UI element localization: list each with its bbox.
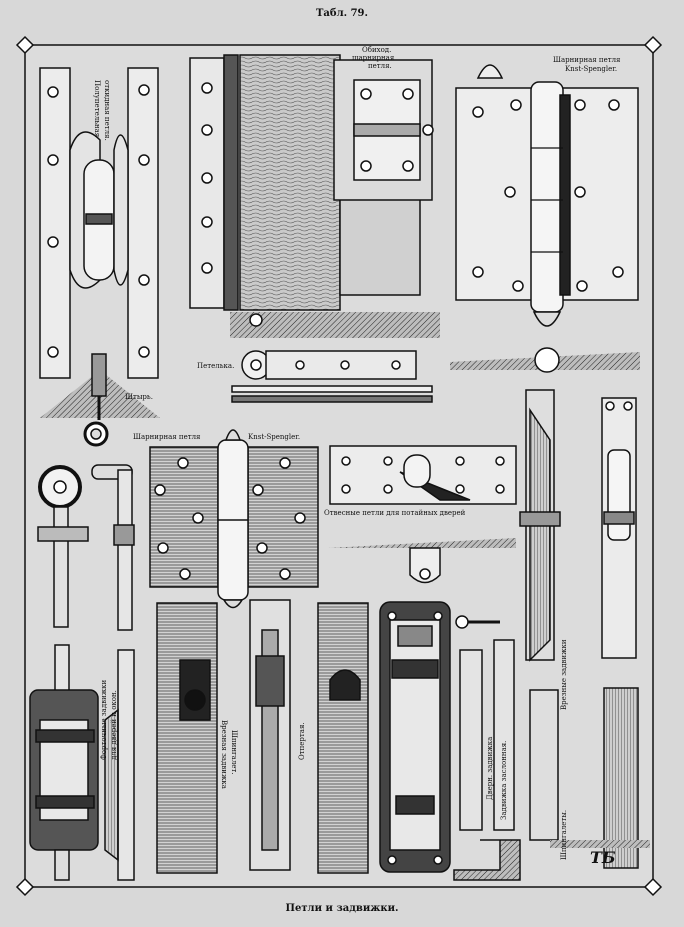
h-hinge-figure bbox=[39, 67, 160, 447]
flush-bolt-label: Врезные задвижки bbox=[560, 639, 568, 710]
pin-label: Штырь. bbox=[125, 393, 153, 401]
obsolete-hinge-label-2: шарнирная bbox=[352, 54, 395, 62]
bolt-label-1: Врезная задвижка bbox=[220, 720, 228, 789]
lock-bolt-label-1: Дверн. задвижка bbox=[486, 736, 494, 800]
flush-bolt-plate-figure bbox=[156, 599, 369, 874]
knob-rod-figure bbox=[37, 464, 135, 631]
spring-hinge-top-label-1: Шарнирная петля bbox=[553, 56, 621, 64]
half-hinge-label-1: Полупетельная bbox=[93, 80, 101, 138]
obsolete-hinge-label-1: Обиход. bbox=[362, 46, 392, 54]
latch-label: Отпертая. bbox=[298, 722, 306, 760]
half-hinge-label-2: откидная петля. bbox=[103, 80, 111, 141]
strap-hinge-figure bbox=[231, 350, 433, 403]
obsolete-hinge-label-3: петля. bbox=[368, 62, 392, 70]
surface-bolt-figure bbox=[379, 601, 451, 873]
door-frame-figure bbox=[189, 54, 440, 338]
spring-hinge-top-label-2: Knst-Spengler. bbox=[565, 65, 618, 73]
window-bolt-figure bbox=[29, 644, 135, 881]
engraver-monogram: ТБ bbox=[590, 848, 616, 867]
recessed-hinge-figure bbox=[328, 445, 517, 584]
hinge-mid-label-2: Knst-Spengler. bbox=[248, 433, 301, 441]
plate-caption: Петли и задвижки. bbox=[285, 903, 399, 914]
espagnolette-label: Шпингалеты. bbox=[560, 809, 568, 860]
strap-hinge-label: Петелька. bbox=[197, 362, 235, 370]
bolt-label-2: Шпингалет. bbox=[230, 730, 238, 775]
plate-title: Табл. 79. bbox=[315, 8, 368, 19]
hinge-mid-label-1: Шарнирная петля bbox=[133, 433, 201, 441]
slide-latch-figure bbox=[453, 615, 521, 881]
middle-hinge-figure bbox=[149, 429, 319, 609]
small-hinge-figure bbox=[333, 59, 434, 201]
window-bolt-label-2: для дверей и окон. bbox=[110, 690, 118, 760]
recessed-hinge-label: Отвесные петли для потайных дверей bbox=[324, 509, 466, 517]
window-bolt-label-1: Форточные задвижки bbox=[100, 679, 108, 760]
large-spring-hinge-figure bbox=[450, 64, 640, 373]
right-bolts-figure bbox=[519, 389, 650, 869]
lock-bolt-label-2: Задвижка заслонная. bbox=[500, 740, 508, 820]
